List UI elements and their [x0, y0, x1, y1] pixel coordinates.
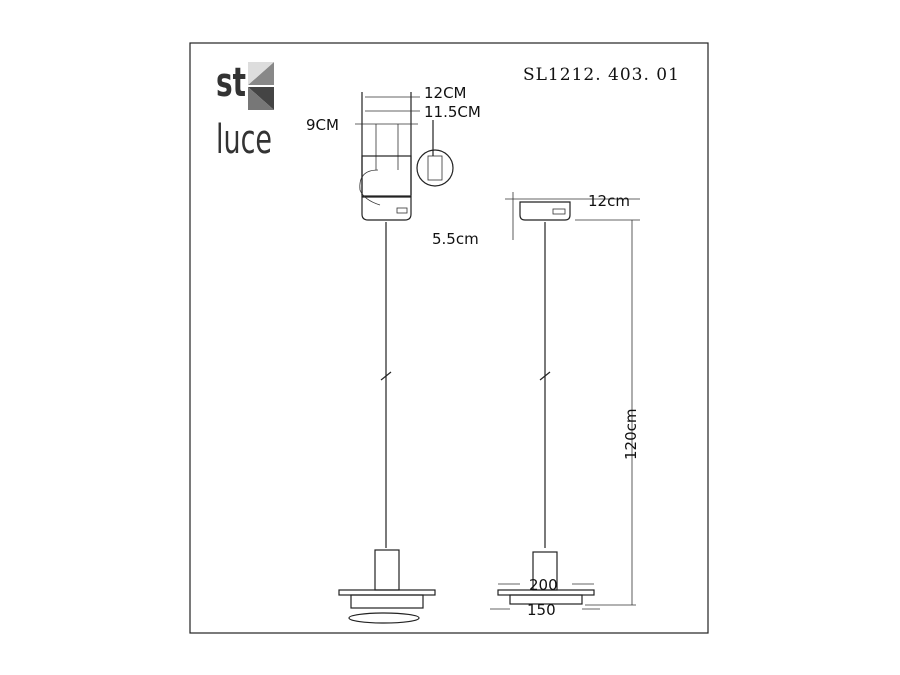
st-luce-logo: st luce: [216, 60, 274, 163]
dim-shade-inner: 150: [527, 601, 556, 619]
side-view: 12cm 5.5cm 120cm 200 150: [432, 192, 640, 619]
dim-width-outer: 12CM: [424, 84, 467, 102]
dim-total-height: 120cm: [622, 409, 640, 461]
svg-text:st: st: [216, 60, 246, 106]
dim-shade-outer: 200: [529, 576, 558, 594]
dim-mount-spacing: 9CM: [306, 116, 339, 134]
svg-text:luce: luce: [216, 117, 272, 163]
model-code: SL1212. 403. 01: [523, 65, 680, 85]
dim-width-inner: 11.5CM: [424, 103, 481, 121]
dim-canopy-height: 5.5cm: [432, 230, 479, 248]
dim-canopy-width: 12cm: [588, 192, 630, 210]
drawing-border: [189, 42, 709, 634]
front-view: 12CM 11.5CM 9CM: [306, 84, 481, 624]
